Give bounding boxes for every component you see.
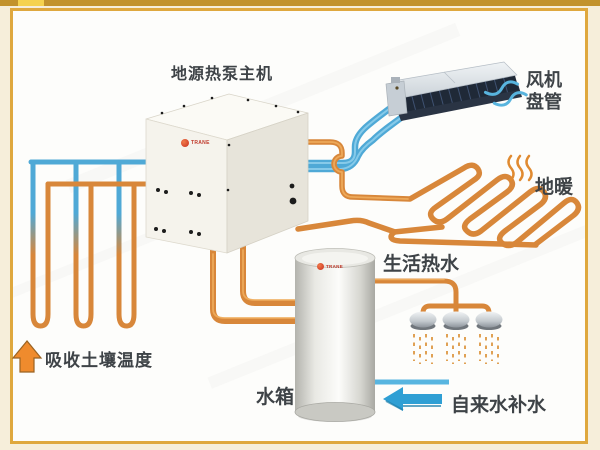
brand-logo: TRANE [181, 139, 210, 147]
heat-pump-to-tank-pipes [210, 243, 301, 324]
top-border-highlight [18, 0, 44, 6]
heat-pump-fittings [154, 96, 300, 236]
brand-logo-text: TRANE [191, 140, 210, 146]
floor-heating-label: 地暖 [535, 177, 574, 198]
left-arrow-icon [383, 387, 442, 411]
airflow-waves-icon [483, 80, 528, 107]
domestic-hot-water-label: 生活热水 [383, 254, 460, 275]
heat-pump-unit [145, 93, 309, 254]
fan-coil-label: 风机 盘管 [526, 70, 562, 112]
water-tank [294, 248, 376, 422]
domestic-hot-water-pipe [369, 278, 492, 321]
shower-head-icon [409, 311, 503, 330]
brand-logo-icon [317, 263, 324, 270]
floor-heating-coil [295, 139, 582, 249]
ground-loop-pipes [28, 159, 156, 329]
fan-coil-unit [385, 61, 522, 121]
top-border-bar [0, 0, 600, 6]
brand-logo: TRANE [317, 263, 343, 270]
fan-coil-pipes [294, 93, 416, 173]
up-arrow-icon [11, 340, 43, 373]
water-drops-icon [413, 334, 499, 364]
tap-water-label: 自来水补水 [451, 395, 547, 416]
heat-waves-icon [507, 154, 533, 182]
brand-logo-text: TRANE [326, 264, 343, 269]
brand-logo-icon [181, 139, 189, 147]
heat-pump-label: 地源热泵主机 [171, 66, 274, 83]
ground-loop-label: 吸收土壤温度 [45, 351, 153, 370]
water-tank-label: 水箱 [256, 387, 295, 408]
